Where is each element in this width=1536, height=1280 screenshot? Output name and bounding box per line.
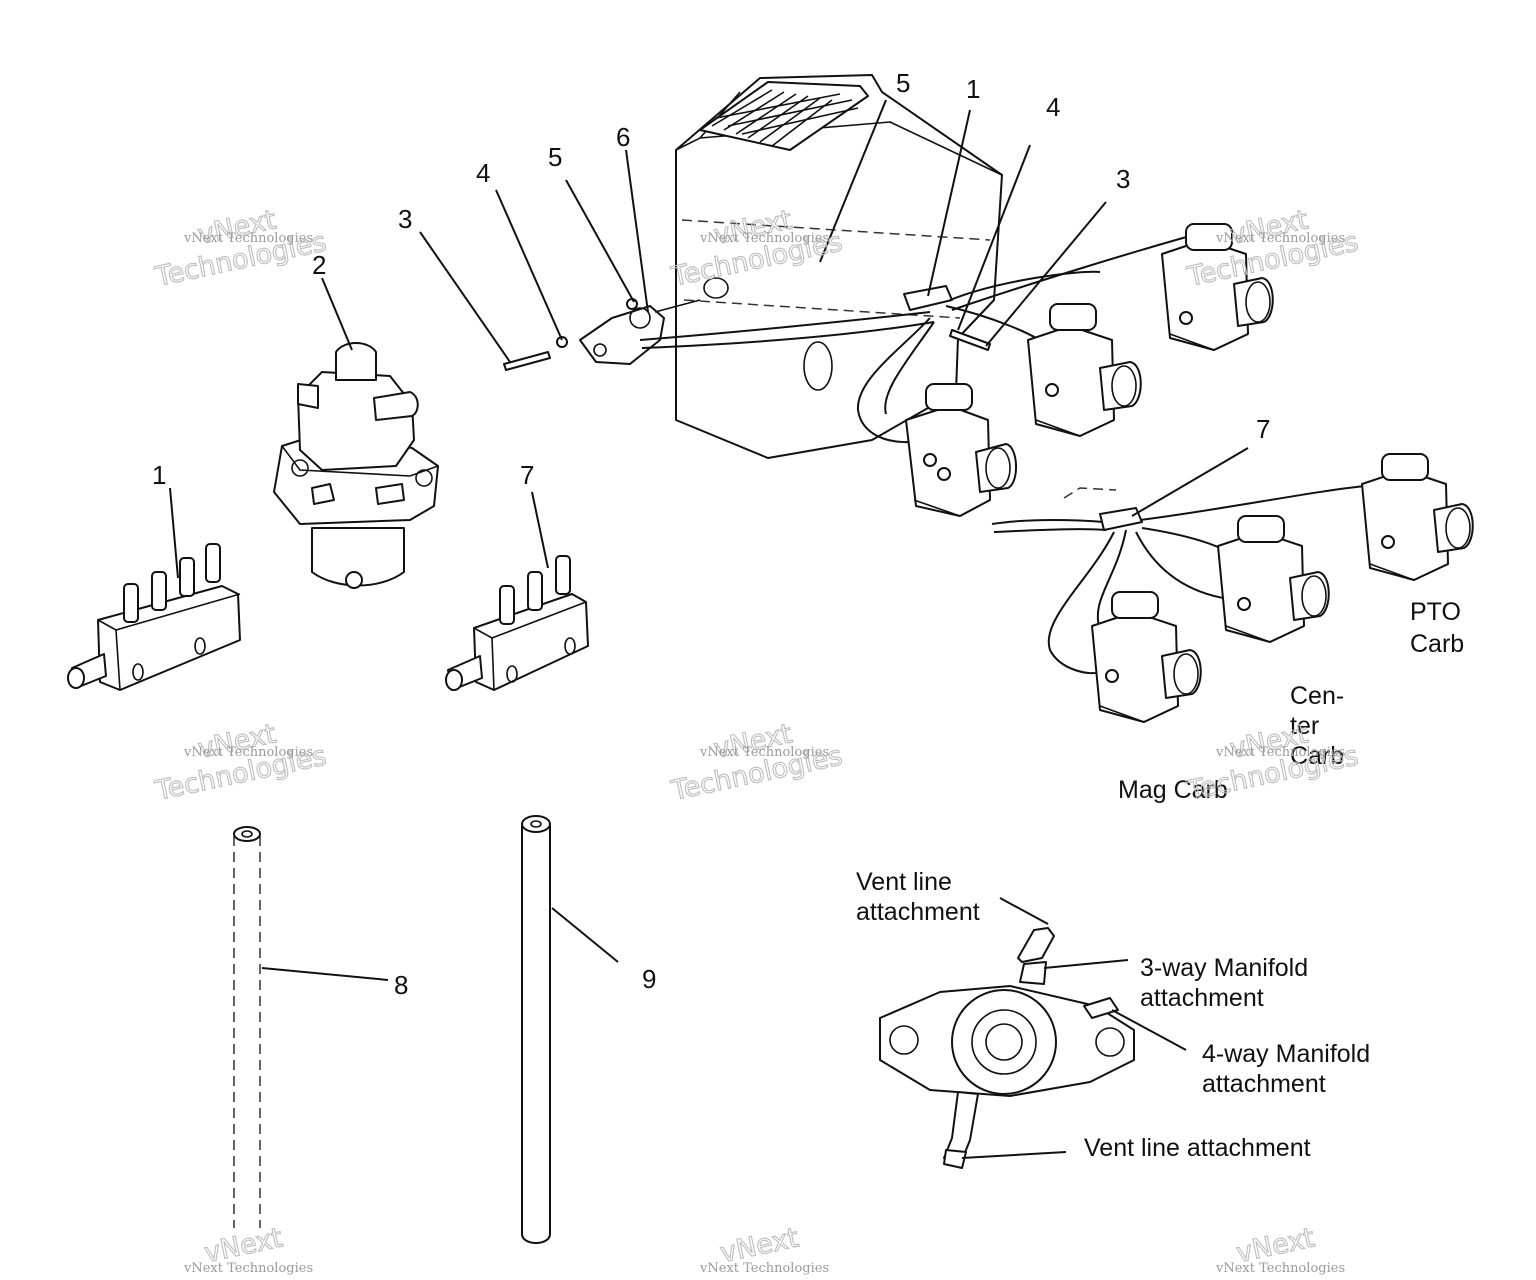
- filler-grid: [699, 81, 869, 151]
- three-way-label-line2: attachment: [1140, 984, 1264, 1012]
- mounted-pump: [503, 298, 701, 371]
- carb-b: [1027, 303, 1142, 437]
- hose-9: [521, 815, 551, 1244]
- three-way-label-line1: 3-way Manifold: [1140, 954, 1308, 982]
- four-way-label-line1: 4-way Manifold: [1202, 1040, 1370, 1068]
- carb-c: [1161, 223, 1274, 351]
- vent-top-label-line1: Vent line: [856, 868, 952, 896]
- callout-5-top: 5: [896, 68, 910, 98]
- callout-6: 6: [616, 122, 630, 152]
- leader-lines: [169, 99, 1249, 1159]
- carb-a: [905, 383, 1017, 517]
- watermark-3-small: vNext Technologies: [1215, 231, 1345, 246]
- callout-3-right: 3: [1116, 164, 1130, 194]
- watermark-1-small: vNext Technologies: [183, 231, 313, 246]
- callout-2-pump: 2: [312, 250, 326, 280]
- pto-label-line2: Carb: [1410, 630, 1464, 658]
- pump-detail: [879, 927, 1135, 1169]
- manifold-3way: [445, 555, 589, 691]
- callout-numbers: 1 2 7 8 9 3 4 5 6 5 1 4 3 7: [152, 68, 1270, 1000]
- fuel-pump: [273, 342, 439, 589]
- carb-labels: PTO Carb Cen- ter Carb Mag Carb: [1118, 598, 1464, 804]
- center-carb: [1217, 515, 1330, 643]
- callout-9-hose: 9: [642, 964, 656, 994]
- mag-carb-label: Mag Carb: [1118, 776, 1228, 804]
- watermark-6-small: vNext Technologies: [1215, 745, 1345, 760]
- watermark-4-small: vNext Technologies: [183, 745, 313, 760]
- top-carburetors: [856, 223, 1274, 517]
- center-label-line1: Cen-: [1290, 682, 1344, 710]
- callout-7-manifold: 7: [520, 460, 534, 490]
- pto-carb: [1361, 453, 1474, 581]
- mag-carb: [1091, 591, 1202, 723]
- callout-7-lower: 7: [1256, 414, 1270, 444]
- watermark-5-small: vNext Technologies: [699, 745, 829, 760]
- vent-bottom-label: Vent line attachment: [1084, 1134, 1311, 1162]
- callout-1-manifold: 1: [152, 460, 166, 490]
- manifold-4way: [67, 543, 241, 691]
- watermark-9-small: vNext Technologies: [1215, 1261, 1345, 1276]
- vent-top-label-line2: attachment: [856, 898, 980, 926]
- hose-8: [233, 826, 261, 1228]
- callout-5-left: 5: [548, 142, 562, 172]
- pump-detail-labels: Vent line attachment 3-way Manifold atta…: [856, 868, 1370, 1162]
- callout-4-washer-left: 4: [476, 158, 490, 188]
- four-way-label-line2: attachment: [1202, 1070, 1326, 1098]
- pto-label-line1: PTO: [1410, 598, 1461, 626]
- callout-8-hose: 8: [394, 970, 408, 1000]
- watermark-2-small: vNext Technologies: [699, 231, 829, 246]
- oil-tank: [675, 74, 1003, 459]
- watermark-8-small: vNext Technologies: [699, 1261, 829, 1276]
- center-label-line3: Carb: [1290, 742, 1344, 770]
- callout-4-right: 4: [1046, 92, 1060, 122]
- callout-1-top: 1: [966, 74, 980, 104]
- center-label-line2: ter: [1290, 712, 1319, 740]
- callout-3-screw-left: 3: [398, 204, 412, 234]
- lower-carburetors: [991, 453, 1474, 723]
- watermark-7-small: vNext Technologies: [183, 1261, 313, 1276]
